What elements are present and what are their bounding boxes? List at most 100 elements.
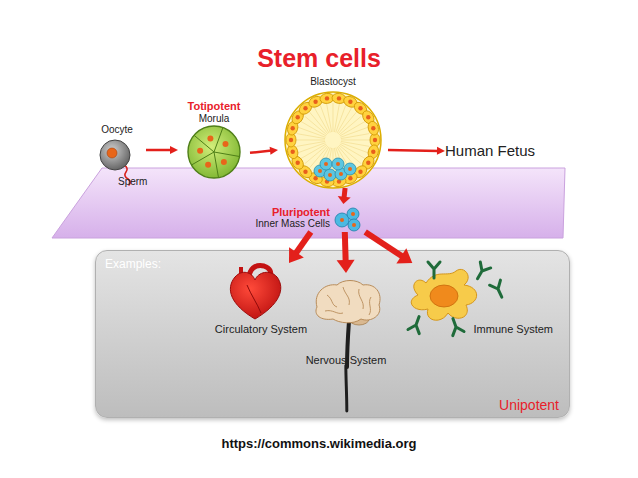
illustration-part [366,161,370,165]
illustration-part [313,100,317,104]
illustration-part [188,126,240,178]
illustration-part [296,161,300,165]
illustration-part [408,314,425,333]
arrow-head [270,147,278,155]
system-label: Circulatory System [215,323,307,336]
illustration-part [320,105,330,132]
brain-illustration-art [291,273,401,367]
illustration-part [344,366,348,411]
illustration-part [197,148,203,154]
morula-cell: TotipotentMorula [178,100,250,180]
illustration-part [358,170,362,174]
illustration-part [318,169,322,173]
illustration-part [297,141,326,146]
illustration-part [371,126,375,130]
arrow-shaft [146,149,172,152]
illustration-part [230,272,280,319]
system-label: Immune System [474,323,553,336]
illustration-part [303,106,307,110]
illustration-part [352,223,356,227]
text-frame: Circulatory System [191,263,331,336]
arrow-head [338,196,351,204]
arrow-head [437,147,445,155]
heart-illustration: Circulatory System [191,263,331,336]
source-caption: https://commons.wikimedia.org [0,436,638,451]
text-frame: Oocyte [88,124,146,172]
illustration-part [339,172,343,176]
text-frame: TotipotentMorula [178,100,250,180]
illustration-part [298,143,325,153]
text-frame: Immune System [386,263,561,336]
illustration-part [337,96,341,100]
illustration-part [289,138,293,142]
illustration-part [334,104,339,133]
cell-label: Oocyte [101,124,133,136]
illustration-part [324,169,336,181]
illustration-part [351,212,355,216]
illustration-part [472,262,490,282]
arrow-connector [338,188,351,204]
illustration-part [285,92,381,188]
potency-label: Unipotent [499,397,559,413]
sperm-label: Sperm [118,176,147,187]
illustration-part [325,96,329,100]
illustration-part [194,135,214,152]
illustration-part [348,176,352,180]
cell-label: Blastocyst [310,76,356,88]
illustration-part [341,143,368,153]
text-frame: Nervous System [291,273,401,367]
illustration-part [192,152,215,165]
illustration-part [223,141,229,147]
illustration-part [296,140,325,141]
illustration-part [366,115,370,119]
arrow-connector [388,147,445,155]
illustration-part [358,106,362,110]
illustration-part [336,162,340,166]
illustration-part [430,285,458,307]
illustration-part [341,140,370,141]
illustration-part [291,126,295,130]
arrow-shaft [388,150,439,151]
illustration-part [411,269,476,320]
illustration-part [348,167,352,171]
blastocyst-cell: Blastocyst [278,76,388,188]
illustration-part [344,163,356,175]
illustration-part [408,314,425,333]
illustration-part [301,144,326,159]
stage-label: Human Fetus [445,142,535,160]
illustration-part [340,122,365,137]
arrow-shaft [250,151,272,153]
illustration-part [316,281,380,323]
illustration-part [214,152,219,178]
illustration-part [324,162,328,166]
arrow-shaft [344,188,345,198]
illustration-part [315,108,330,133]
illustration-part [291,150,295,154]
illustration-part [214,152,240,157]
illustration-part [340,218,344,222]
illustration-part [221,159,227,165]
fetus-label-box: Human Fetus [445,140,565,162]
illustration-part [447,316,464,335]
illustration-part [297,134,326,139]
illustration-part [205,162,211,168]
illustration-part [373,138,377,142]
arrow-connector [250,147,278,155]
illustration-part [298,127,325,137]
diagram-title: Stem cells [0,44,638,73]
system-label: Nervous System [306,354,387,367]
illustration-part [490,280,508,300]
illustration-part [371,150,375,154]
illustration-part [247,285,261,313]
cell-label: Inner Mass Cells [256,218,330,230]
inner-mass-cells: PluripotentInner Mass Cells [236,204,372,232]
arrow-connector [146,146,178,154]
illustration-part [100,140,130,170]
immune-cell-illustration: Immune System [386,263,561,336]
illustration-part [472,262,490,282]
illustration-part [214,128,223,152]
illustration-part [347,208,359,220]
illustration-part [328,173,332,177]
illustration-part [341,127,368,137]
